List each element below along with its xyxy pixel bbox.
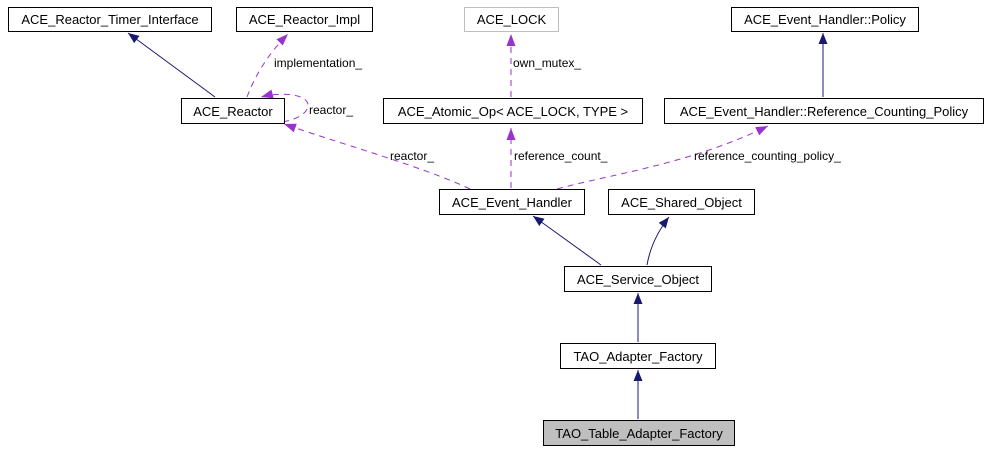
- class-node-ace-event-handler-policy[interactable]: ACE_Event_Handler::Policy: [731, 7, 919, 32]
- edge-label-reactor-member: reactor_: [390, 149, 435, 163]
- usage-edge-reactor-self-loop: [260, 89, 309, 124]
- inheritance-edge-serviceobject-to-eventhandler: [532, 215, 602, 266]
- class-node-ace-reactor-timer-interface[interactable]: ACE_Reactor_Timer_Interface: [8, 7, 212, 32]
- inheritance-edge-serviceobject-to-sharedobject: [646, 216, 670, 266]
- edge-label-implementation: implementation_: [274, 56, 363, 70]
- class-node-ace-event-handler[interactable]: ACE_Event_Handler: [439, 189, 585, 215]
- edge-label-own-mutex: own_mutex_: [513, 56, 582, 70]
- class-node-ace-shared-object[interactable]: ACE_Shared_Object: [608, 189, 755, 215]
- class-node-ace-reactor[interactable]: ACE_Reactor: [181, 98, 285, 124]
- inheritance-edge-reactor-to-timer-interface: [127, 32, 216, 98]
- class-node-tao-adapter-factory[interactable]: TAO_Adapter_Factory: [560, 343, 716, 369]
- class-node-ace-lock: ACE_LOCK: [464, 7, 559, 32]
- edge-label-reference-count: reference_count_: [514, 149, 608, 163]
- class-node-ace-reactor-impl[interactable]: ACE_Reactor_Impl: [236, 7, 373, 32]
- edge-label-reactor-self: reactor_: [309, 103, 354, 117]
- class-node-ace-reference-counting-policy[interactable]: ACE_Event_Handler::Reference_Counting_Po…: [664, 98, 984, 124]
- usage-edge-reactor-to-reactorimpl-implementation: [246, 33, 289, 98]
- class-node-ace-service-object[interactable]: ACE_Service_Object: [564, 266, 712, 292]
- edge-label-reference-counting-policy: reference_counting_policy_: [694, 149, 841, 163]
- class-node-tao-table-adapter-factory: TAO_Table_Adapter_Factory: [543, 420, 735, 446]
- usage-edge-eventhandler-to-refcountingpolicy: [556, 125, 769, 190]
- class-node-ace-atomic-op[interactable]: ACE_Atomic_Op< ACE_LOCK, TYPE >: [383, 98, 643, 124]
- usage-edge-eventhandler-to-reactor: [283, 123, 471, 190]
